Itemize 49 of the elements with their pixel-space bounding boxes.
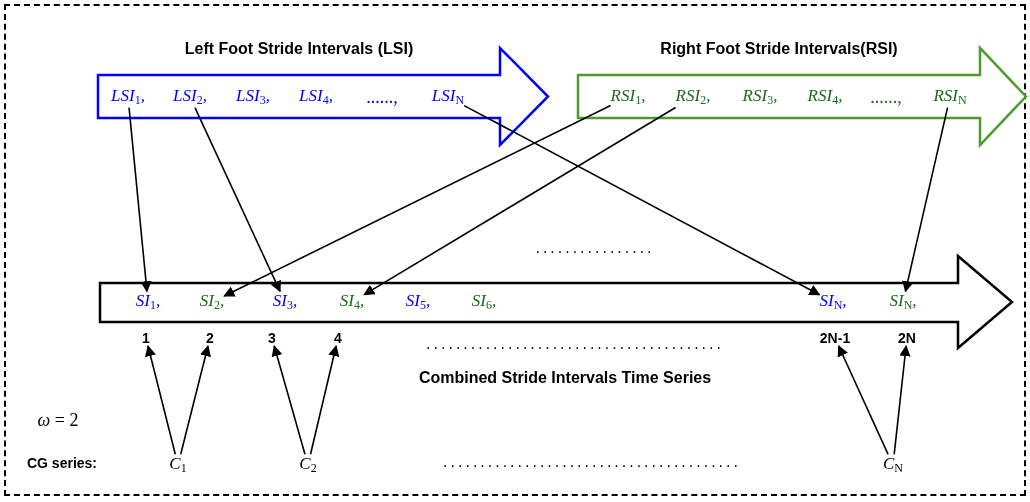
ellipsis-dots: ........................................ [443,453,741,471]
math-label: RSI$_{2}$, [675,86,711,108]
math-label: C$_{1}$ [169,454,187,476]
arrow [463,104,821,296]
math-label: SI$_{6}$, [471,291,497,313]
math-label: RSI$_{3}$, [742,86,778,108]
arrow [902,106,949,293]
math-label: ......, [870,86,902,108]
arrow [271,344,306,456]
ellipsis-dots: ................ [535,239,655,257]
math-label: SI$_{2}$, [199,291,225,313]
index-number: 3 [268,330,276,346]
heading: Left Foot Stride Intervals (LSI) [184,40,414,58]
arrow [179,344,211,456]
math-label: C$_{N}$ [883,454,903,476]
arrow [145,344,177,456]
arrow [893,344,911,456]
math-label: C$_{2}$ [299,454,317,476]
arrow [194,106,281,293]
math-label: SI$_{N}$, [819,291,847,313]
math-label: LSI$_{4}$, [299,86,333,108]
index-number: 1 [142,330,150,346]
arrow [128,106,152,293]
math-label: SI$_{4}$, [339,291,365,313]
math-label: LSI$_{3}$, [236,86,270,108]
math-label: SI$_{3}$, [272,291,298,313]
math-label: RSI$_{1}$, [610,86,646,108]
heading: Right Foot Stride Intervals(RSI) [660,40,898,58]
index-number: 4 [334,330,342,346]
math-label: SI$_{N}$, [889,291,917,313]
index-number: 2N-1 [819,330,851,346]
math-label: LSI$_{1}$, [111,86,145,108]
math-label: ......, [366,86,398,108]
math-label: LSI$_{2}$, [173,86,207,108]
arrow [363,106,677,296]
math-label: LSI$_{N}$ [431,86,465,108]
ellipsis-dots: ........................................ [426,335,724,353]
math-label: SI$_{1}$, [135,291,161,313]
arrow [309,344,340,456]
math-label: RSI$_{4}$, [807,86,843,108]
arrow [837,345,889,456]
math-label: SI$_{5}$, [405,291,431,313]
math-label: ω = 2 [37,409,79,431]
index-number: 2 [206,330,214,346]
text-label: Combined Stride Intervals Time Series [418,369,712,387]
text-label: CG series: [27,455,97,471]
math-label: RSI$_{N}$ [933,86,967,108]
arrow [223,104,612,297]
index-number: 2N [898,330,916,346]
